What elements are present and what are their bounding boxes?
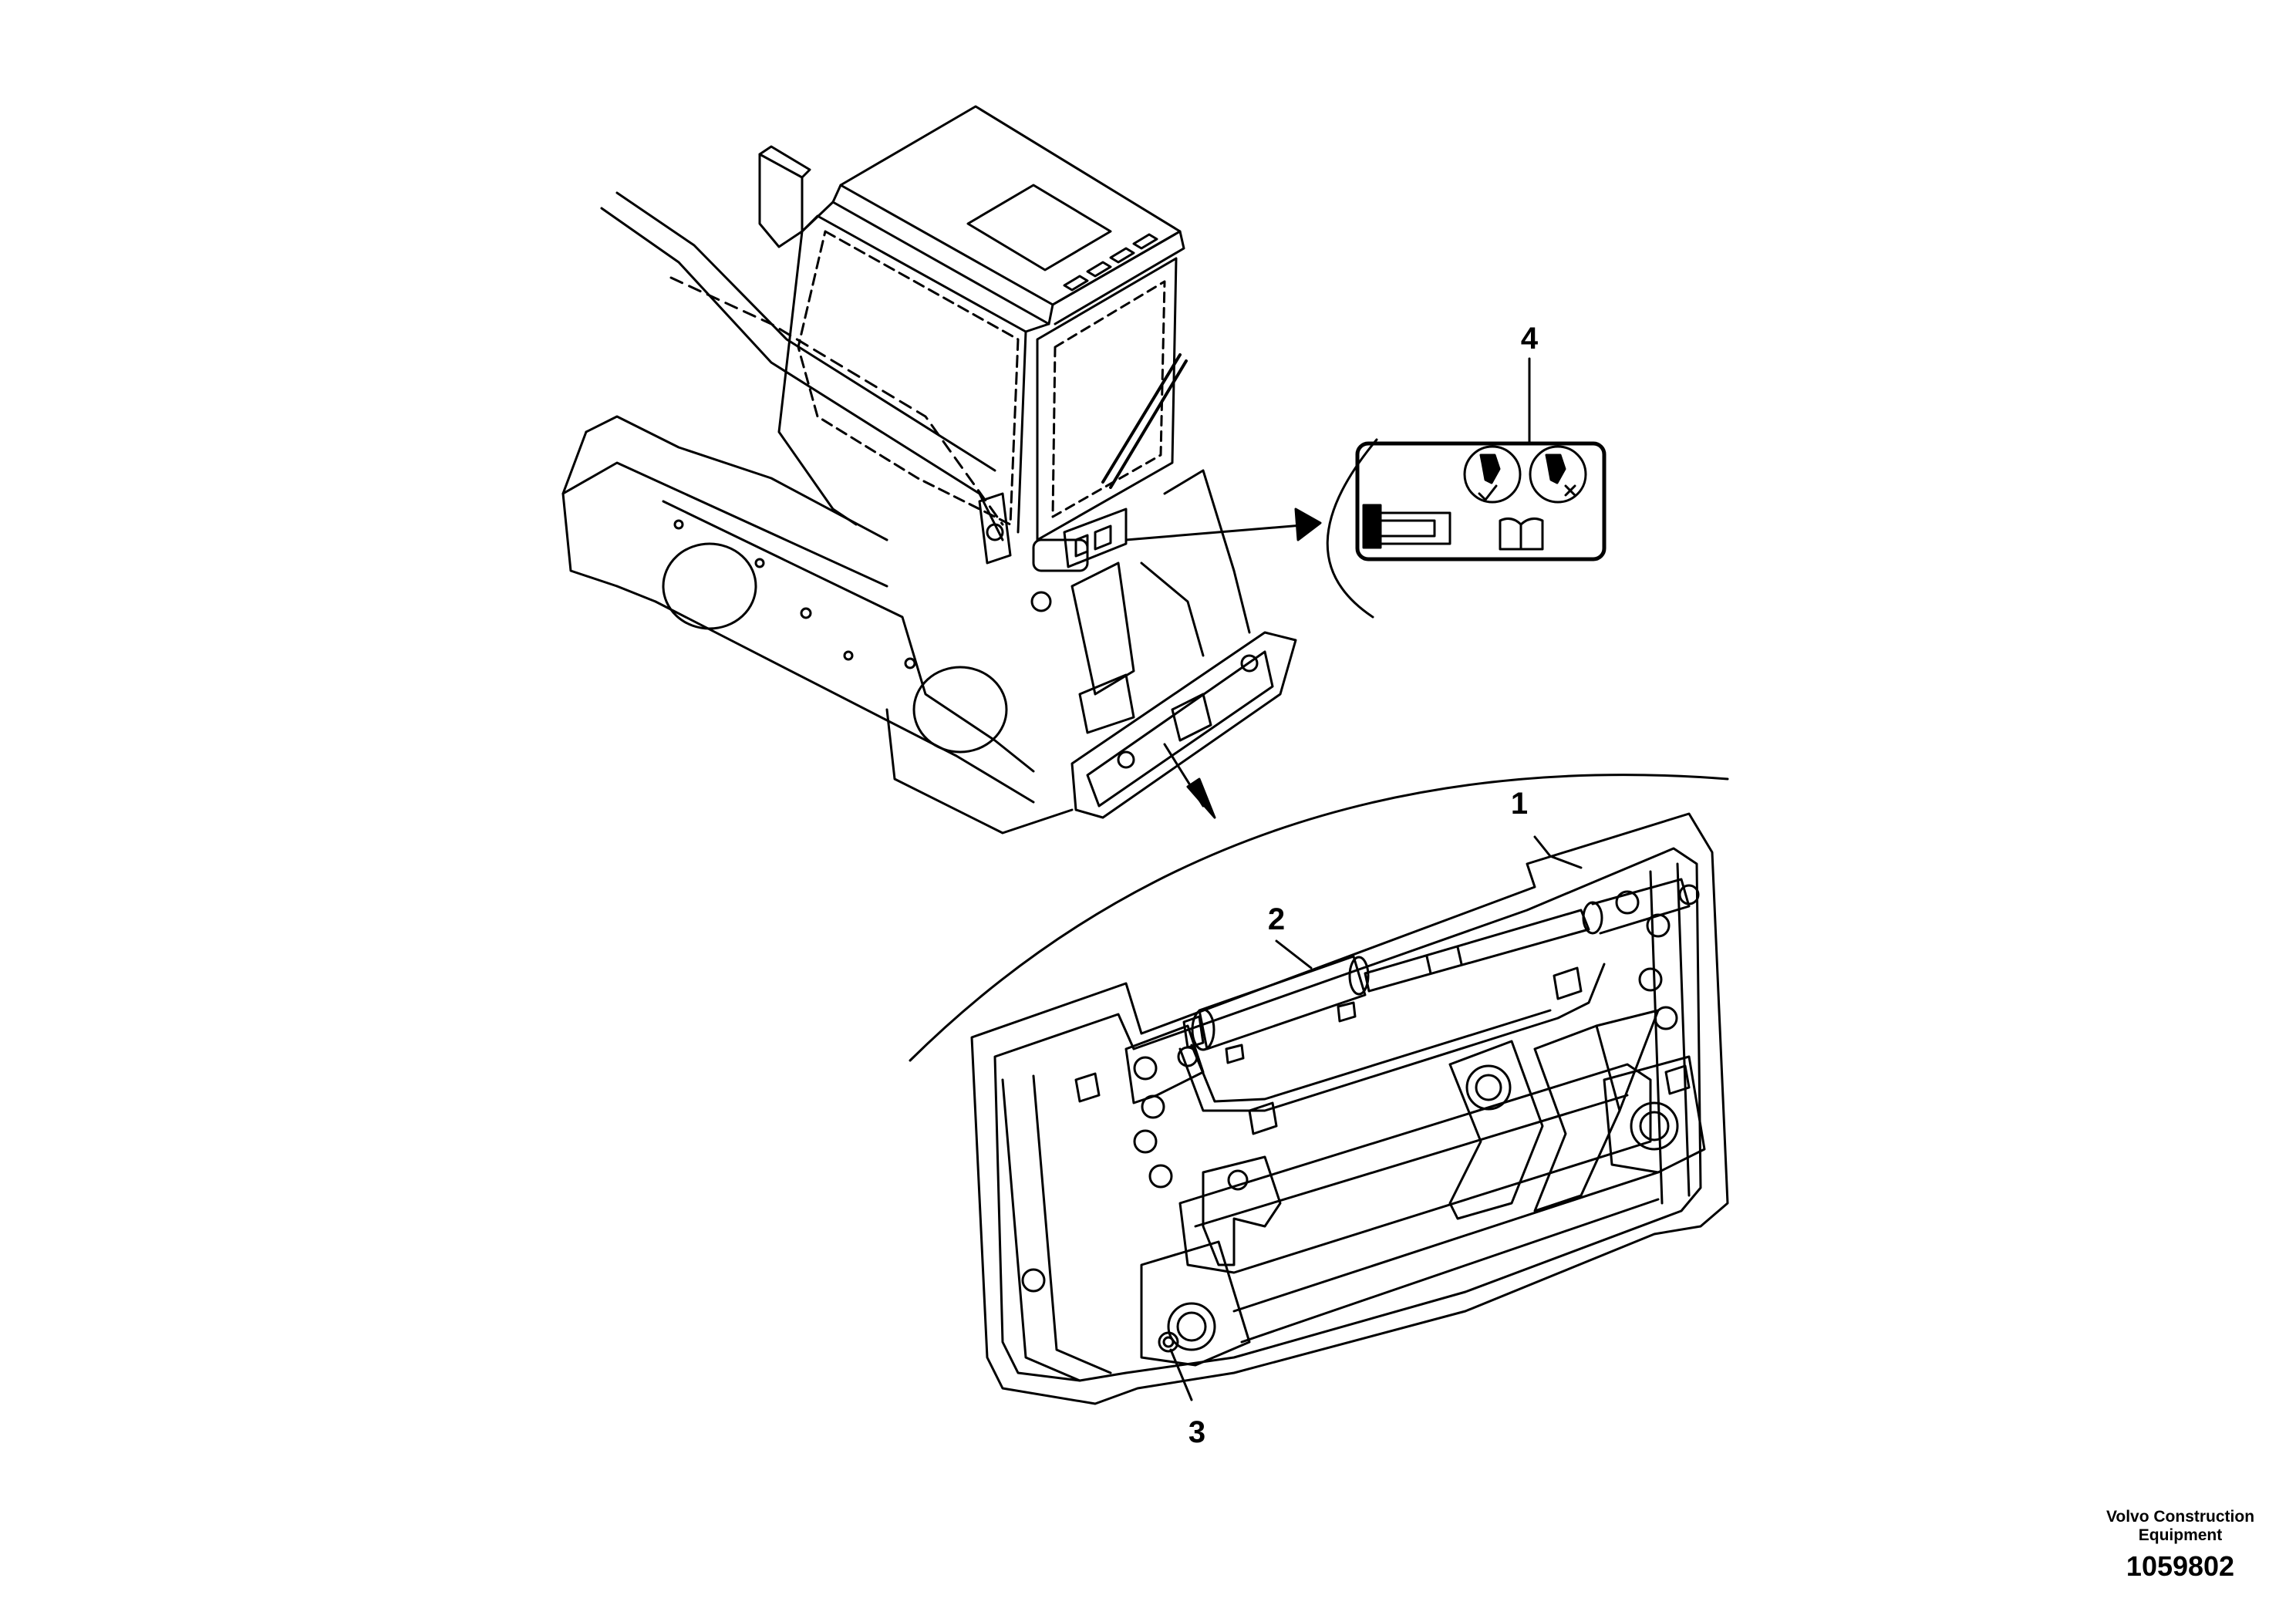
release-lever bbox=[1178, 963, 1606, 1112]
cylinder-rod bbox=[1364, 909, 1590, 993]
lift-arm bbox=[600, 207, 1004, 541]
cab-door-window bbox=[797, 230, 1020, 526]
wheel-cover-front bbox=[912, 666, 1008, 754]
lower-lug bbox=[1140, 1240, 1251, 1367]
cross-circle bbox=[1529, 445, 1587, 504]
left-hook bbox=[1202, 1155, 1282, 1266]
tick-circle bbox=[1463, 445, 1522, 504]
brand-line-1: Volvo Construction bbox=[2106, 1508, 2255, 1526]
quick-coupler bbox=[909, 357, 1729, 1405]
attachment-plate-small bbox=[1070, 631, 1297, 819]
leader-line-2 bbox=[1275, 939, 1313, 969]
leader-line-3 bbox=[1169, 1348, 1193, 1401]
cross-icon bbox=[1564, 484, 1576, 497]
coupler-frame bbox=[970, 812, 1729, 1405]
detail-arc-decal bbox=[1326, 438, 1378, 619]
decal-plate-illustration bbox=[1371, 511, 1451, 545]
bolt bbox=[1615, 890, 1640, 915]
wheel-cover-rear bbox=[662, 542, 757, 630]
brand-line-2: Equipment bbox=[2138, 1526, 2223, 1544]
bolt bbox=[1646, 913, 1671, 938]
brand-block: Volvo Construction Equipment 1059802 bbox=[2095, 1508, 2265, 1583]
callout-1: 1 bbox=[1511, 787, 1528, 821]
frame-body bbox=[585, 415, 888, 541]
locking-pin bbox=[1158, 1331, 1179, 1353]
decal-location bbox=[1063, 508, 1128, 568]
tick-icon bbox=[1478, 484, 1498, 501]
hydraulic-cylinder bbox=[1198, 955, 1367, 1050]
bolt bbox=[1638, 967, 1663, 992]
manual-book-icon bbox=[1499, 517, 1544, 551]
bolt bbox=[1141, 1094, 1165, 1119]
callout-4: 4 bbox=[1521, 322, 1539, 356]
detail-pointer-decal bbox=[1124, 523, 1313, 541]
cab-roof bbox=[839, 105, 1182, 306]
bolt bbox=[1678, 884, 1700, 905]
bolt bbox=[1133, 1129, 1158, 1154]
cross-beam bbox=[1178, 1063, 1652, 1274]
callout-3: 3 bbox=[1188, 1415, 1205, 1449]
roof-panel bbox=[966, 184, 1112, 271]
bolt bbox=[1654, 1006, 1678, 1030]
cab-side-window bbox=[1036, 257, 1178, 541]
wiper bbox=[1101, 353, 1188, 489]
left-clevis bbox=[1124, 1024, 1205, 1104]
safety-decal bbox=[1355, 441, 1607, 561]
bolt bbox=[1148, 1164, 1173, 1189]
decal-detail bbox=[1124, 438, 1607, 619]
callout-2: 2 bbox=[1268, 902, 1285, 936]
skid-steer-loader bbox=[561, 105, 1297, 835]
bolt bbox=[1133, 1056, 1158, 1081]
drawing-number: 1059802 bbox=[2126, 1550, 2235, 1582]
left-pin-boss bbox=[1021, 1268, 1046, 1293]
cab-front bbox=[777, 201, 858, 526]
leader-line-1 bbox=[1533, 835, 1583, 869]
center-bracket bbox=[1448, 1040, 1544, 1220]
detail-arc-coupler bbox=[909, 774, 1729, 1062]
tilt-cylinder bbox=[1070, 561, 1135, 696]
